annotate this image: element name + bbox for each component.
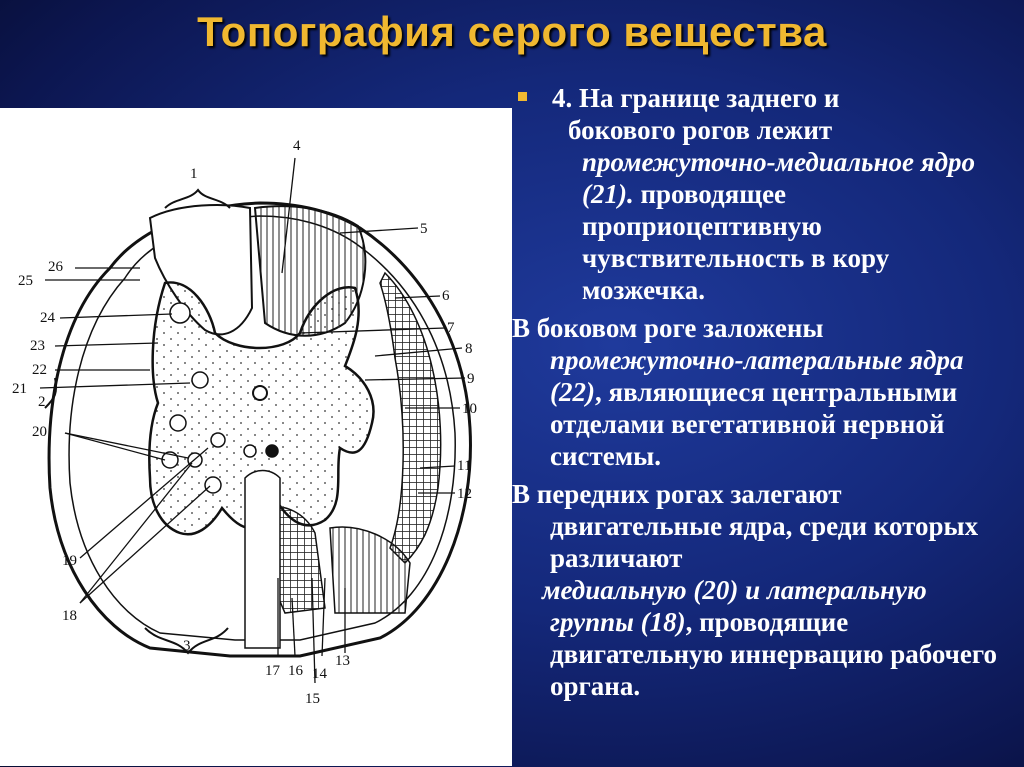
label-11: 11 bbox=[457, 458, 471, 474]
paragraph-4: медиальную (20) и латеральную группы (18… bbox=[542, 575, 997, 701]
label-20: 20 bbox=[32, 424, 47, 440]
term-intermediolateral-nuclei: промежуточно-латеральные ядра (22) bbox=[550, 345, 964, 407]
paragraph-3: В передних рогах залегают двигательные я… bbox=[512, 479, 979, 573]
label-12: 12 bbox=[457, 486, 472, 502]
label-2: 2 bbox=[38, 394, 46, 410]
term-intermediomedial-nucleus: промежуточно-медиальное ядро (21). bbox=[582, 147, 976, 209]
label-8: 8 bbox=[465, 341, 473, 357]
label-18: 18 bbox=[62, 608, 77, 624]
slide-title: Топография серого вещества bbox=[197, 8, 827, 55]
paragraph-1-body: бокового рогов лежит промежуточно-медиал… bbox=[568, 115, 976, 305]
label-22: 22 bbox=[32, 362, 47, 378]
label-15: 15 bbox=[305, 691, 320, 707]
label-6: 6 bbox=[442, 288, 450, 304]
label-14: 14 bbox=[312, 666, 328, 682]
paragraph-2: В боковом роге заложены промежуточно-лат… bbox=[512, 313, 964, 471]
label-5: 5 bbox=[420, 221, 428, 237]
label-17: 17 bbox=[265, 663, 281, 679]
label-10: 10 bbox=[462, 401, 477, 417]
label-3: 3 bbox=[183, 638, 191, 654]
paragraph-1: 4. На границе заднего и бокового рогов л… bbox=[512, 82, 1017, 306]
slide-text: 4. На границе заднего и бокового рогов л… bbox=[512, 82, 1017, 702]
label-24: 24 bbox=[40, 310, 56, 326]
label-19: 19 bbox=[62, 553, 77, 569]
label-1: 1 bbox=[190, 166, 198, 182]
bullet-square-icon bbox=[518, 92, 527, 101]
term-motor-groups: медиальную (20) и латеральную группы (18… bbox=[542, 575, 927, 637]
label-21: 21 bbox=[12, 381, 27, 397]
paragraph-1-heading: 4. На границе заднего и bbox=[552, 83, 840, 113]
spinal-cord-diagram: 1 2 3 4 5 6 7 8 9 10 11 12 13 14 15 16 1… bbox=[0, 108, 512, 766]
label-13: 13 bbox=[335, 653, 350, 669]
label-4: 4 bbox=[293, 138, 301, 154]
label-16: 16 bbox=[288, 663, 304, 679]
label-23: 23 bbox=[30, 338, 45, 354]
label-25: 25 bbox=[18, 273, 33, 289]
label-9: 9 bbox=[467, 371, 475, 387]
label-7: 7 bbox=[447, 320, 455, 336]
label-26: 26 bbox=[48, 259, 64, 275]
